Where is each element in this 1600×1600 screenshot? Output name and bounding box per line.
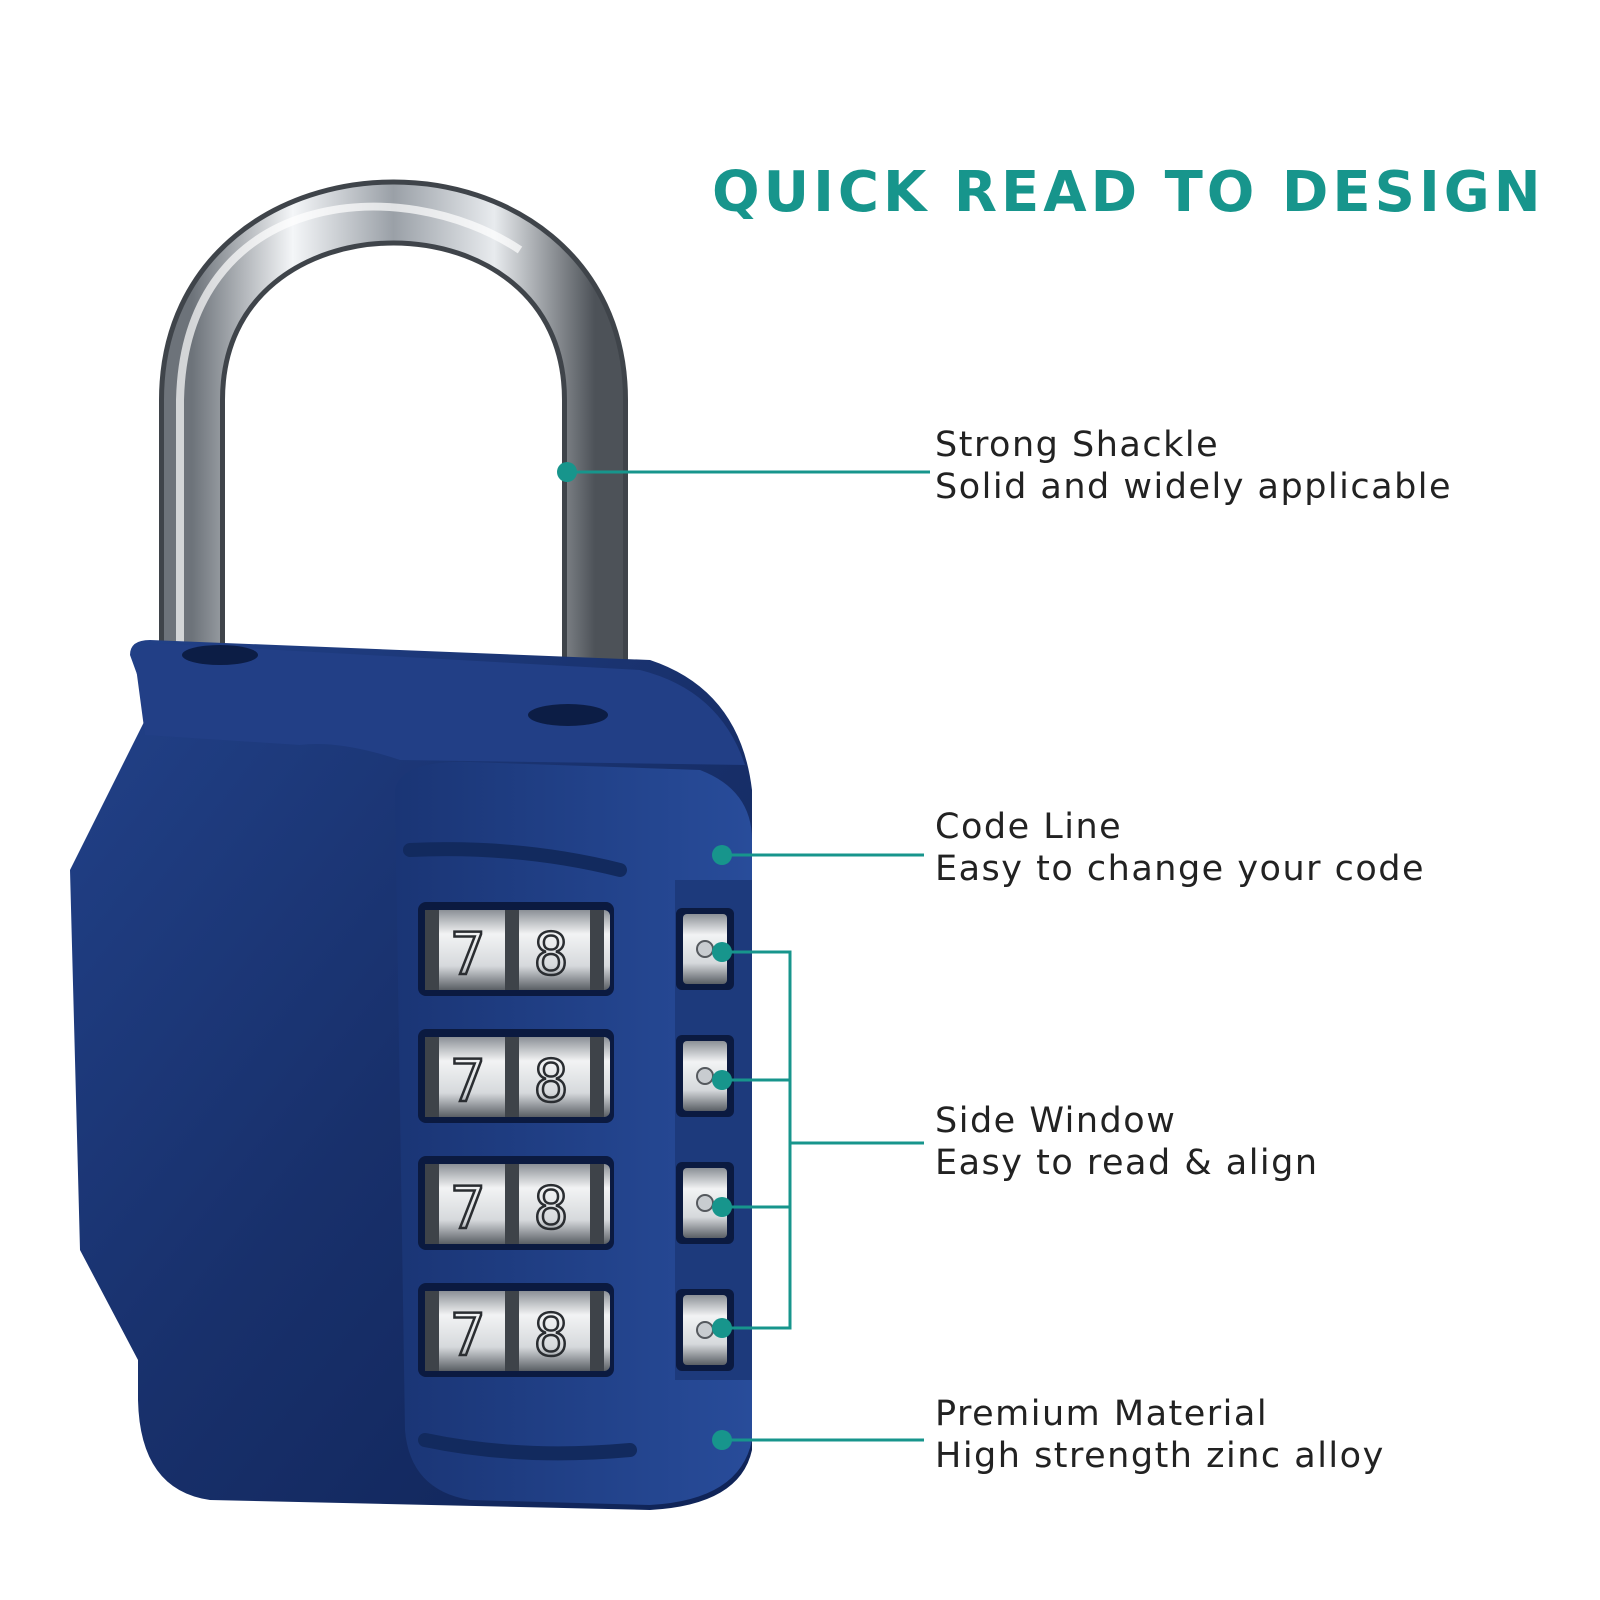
- dot-shackle: [557, 462, 577, 482]
- dial-divider: [425, 910, 439, 990]
- dial-digit: 7: [451, 1301, 486, 1369]
- feature-title: Strong Shackle: [935, 425, 1220, 465]
- feature-title: Side Window: [935, 1101, 1177, 1141]
- dial-divider: [425, 1037, 439, 1117]
- dial-digit: 7: [451, 920, 486, 988]
- feature-side-window: Side Window Easy to read & align: [935, 1100, 1319, 1184]
- dial-divider: [505, 1037, 519, 1117]
- dial-divider: [590, 1291, 604, 1371]
- feature-code-line: Code Line Easy to change your code: [935, 806, 1425, 890]
- dial-digit: 7: [451, 1047, 486, 1115]
- feature-title: Code Line: [935, 807, 1123, 847]
- feature-subtitle: Easy to read & align: [935, 1143, 1319, 1183]
- side-window-marker: [696, 1067, 714, 1085]
- dial-divider: [425, 1164, 439, 1244]
- dial-divider: [590, 1037, 604, 1117]
- feature-premium-material: Premium Material High strength zinc allo…: [935, 1393, 1385, 1477]
- connector-lines: [567, 470, 930, 1442]
- connector-window-bracket: [722, 950, 792, 1330]
- dot-window-2: [712, 1070, 732, 1090]
- dial-divider: [590, 910, 604, 990]
- dial-digit: 8: [534, 1047, 569, 1115]
- dot-codeline: [712, 845, 732, 865]
- dot-material: [712, 1430, 732, 1450]
- side-window-marker: [696, 1321, 714, 1339]
- dial-divider: [505, 1164, 519, 1244]
- shackle-shape: [159, 179, 628, 745]
- dial-digit: 8: [534, 1174, 569, 1242]
- dial-divider: [590, 1164, 604, 1244]
- dial-digit: 8: [534, 920, 569, 988]
- lock-body: [70, 640, 752, 1510]
- dot-window-1: [712, 942, 732, 962]
- side-window-marker: [696, 940, 714, 958]
- feature-subtitle: Solid and widely applicable: [935, 467, 1453, 507]
- feature-subtitle: High strength zinc alloy: [935, 1436, 1385, 1476]
- dot-window-4: [712, 1318, 732, 1338]
- feature-title: Premium Material: [935, 1394, 1269, 1434]
- dot-window-3: [712, 1197, 732, 1217]
- dial-divider: [505, 910, 519, 990]
- dial-divider: [425, 1291, 439, 1371]
- feature-strong-shackle: Strong Shackle Solid and widely applicab…: [935, 424, 1452, 508]
- dial-digit: 8: [534, 1301, 569, 1369]
- dial-digit: 7: [451, 1174, 486, 1242]
- feature-subtitle: Easy to change your code: [935, 849, 1426, 889]
- page-heading: QUICK READ TO DESIGN: [712, 160, 1545, 225]
- dial-divider: [505, 1291, 519, 1371]
- connector-dots: [557, 462, 732, 1450]
- side-window-marker: [696, 1194, 714, 1212]
